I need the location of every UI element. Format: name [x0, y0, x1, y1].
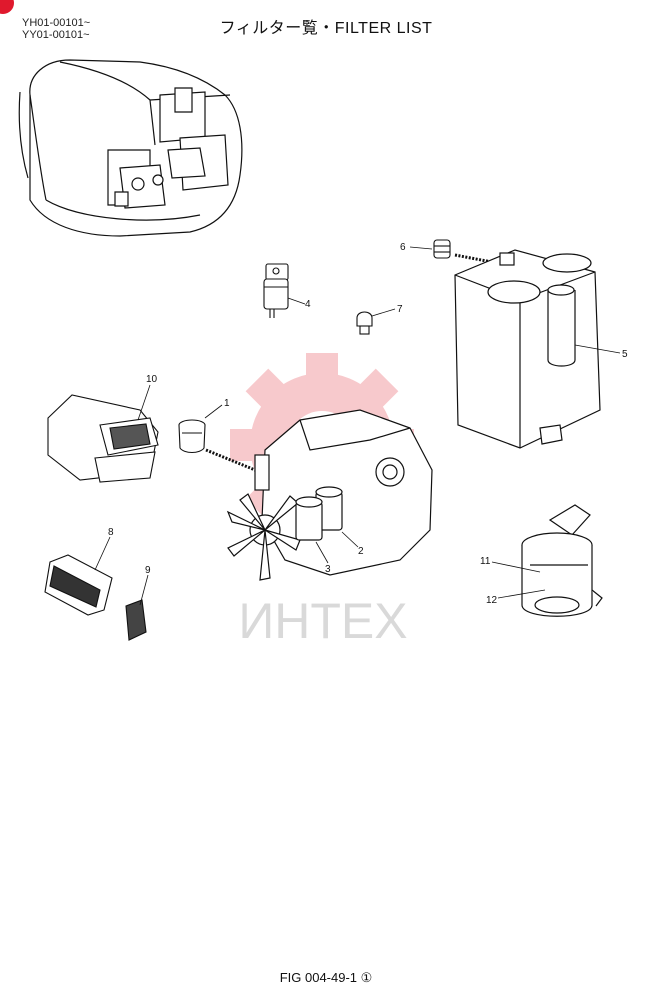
- model-code-1: YH01-00101~: [22, 17, 91, 29]
- leader-line-12: [497, 589, 546, 599]
- leader-line-5: [574, 344, 621, 354]
- corner-mark: [0, 0, 14, 14]
- leader-line-6: [409, 246, 433, 250]
- filter-element-1-illustration: [178, 419, 206, 454]
- callout-8: 8: [108, 527, 114, 538]
- leader-line-9: [139, 574, 149, 606]
- model-code-2: YY01-00101~: [22, 29, 90, 41]
- callout-3: 3: [325, 564, 331, 575]
- leader-line-3: [315, 541, 329, 564]
- leader-line-8: [94, 536, 111, 571]
- fuel-filter-4-illustration: [263, 263, 289, 318]
- breather-7-illustration: [356, 311, 373, 335]
- panel-filter-8-illustration: [44, 554, 113, 616]
- leader-line-10: [137, 384, 151, 421]
- callout-9: 9: [145, 565, 151, 576]
- cap-6-illustration: [433, 239, 451, 259]
- screen-9-illustration: [125, 599, 147, 641]
- leader-line-2: [341, 531, 359, 548]
- leader-line-7: [371, 308, 396, 317]
- callout-11: 11: [480, 556, 491, 567]
- assembly-line-1: [205, 448, 261, 474]
- callout-6: 6: [400, 242, 406, 253]
- leader-line-1: [204, 404, 223, 419]
- air-cleaner-illustration: [521, 504, 603, 617]
- callout-5: 5: [622, 349, 628, 360]
- callout-7: 7: [397, 304, 403, 315]
- figure-label: FIG 004-49-1 ①: [279, 970, 373, 985]
- engine-illustration: [226, 409, 433, 581]
- callout-10: 10: [146, 374, 158, 385]
- callout-4: 4: [305, 299, 311, 310]
- hydraulic-tank-5-illustration: [454, 249, 601, 449]
- callout-2: 2: [358, 546, 364, 557]
- callout-12: 12: [486, 595, 498, 606]
- filter-unit-10-illustration: [47, 394, 159, 483]
- callout-1: 1: [224, 398, 230, 409]
- machine-overview-illustration: [18, 59, 243, 237]
- page-title: フィルター覧・FILTER LIST: [219, 20, 433, 37]
- leader-line-4: [287, 297, 306, 305]
- watermark-text: ИНТЕХ: [238, 593, 407, 649]
- leader-line-11: [491, 561, 541, 573]
